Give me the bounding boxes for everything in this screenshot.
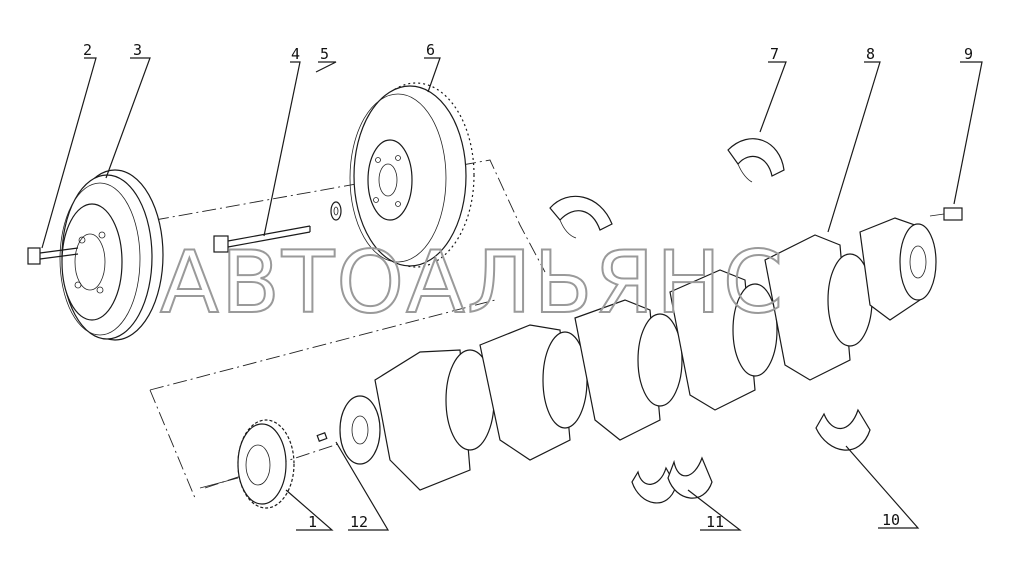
washer-part	[330, 201, 342, 221]
bearing-shell-upper-7	[727, 138, 785, 183]
key-part	[316, 432, 328, 442]
pulley-part	[59, 169, 164, 341]
callout-numbers: 2 3 4 5 6 7 8 9 1 12 11 10	[83, 41, 973, 531]
callout-7: 7	[770, 45, 779, 63]
callout-6: 6	[426, 41, 435, 59]
crankshaft-part	[339, 217, 937, 491]
flywheel-part	[349, 82, 475, 268]
bearing-shell-10	[815, 408, 871, 451]
watermark-text: АВТОАЛЬЯНС	[160, 233, 785, 333]
callout-8: 8	[866, 45, 875, 63]
callout-11: 11	[706, 513, 724, 531]
callout-2: 2	[83, 41, 92, 59]
pin-part	[929, 207, 963, 221]
gear-part	[199, 419, 295, 509]
callout-3: 3	[133, 41, 142, 59]
callout-9: 9	[964, 45, 973, 63]
bearing-shell-mid	[549, 195, 613, 239]
callout-12: 12	[350, 513, 368, 531]
callout-1: 1	[308, 513, 317, 531]
long-bolt-part	[213, 225, 311, 253]
callout-5: 5	[320, 45, 329, 63]
bolt-part	[27, 247, 79, 265]
bearing-shell-11	[631, 456, 713, 504]
callout-10: 10	[882, 511, 900, 529]
callout-4: 4	[291, 45, 300, 63]
callout-leaders	[41, 57, 983, 531]
